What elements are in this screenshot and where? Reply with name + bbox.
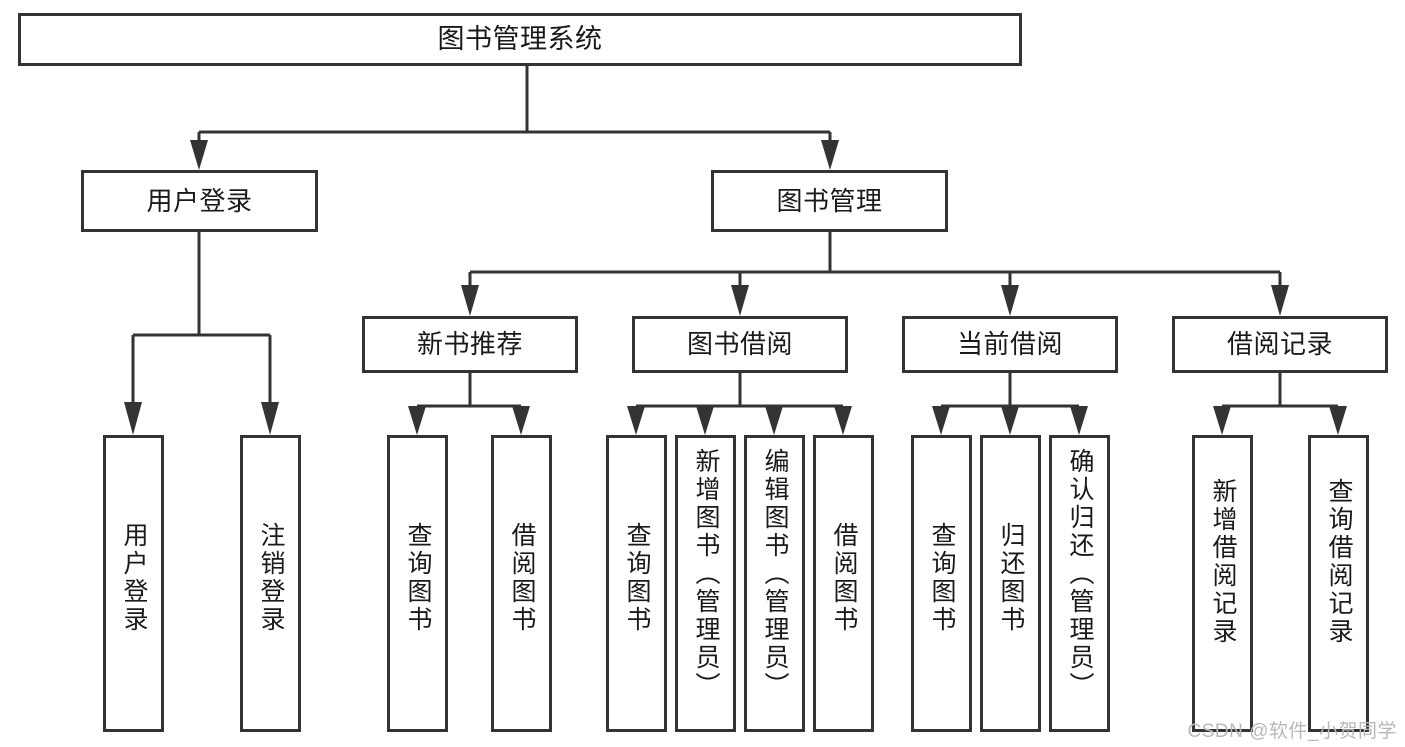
node-borrow-record[interactable]: 借阅记录	[1172, 316, 1388, 373]
node-label: 借阅记录	[1226, 329, 1333, 360]
arrowhead-new-book-recommend	[461, 285, 479, 316]
node-label: 借阅图书	[508, 522, 536, 634]
node-label: 查询借阅记录	[1325, 478, 1353, 646]
node-label: 图书管理系统	[437, 23, 603, 54]
node-leaf-logout-login[interactable]: 注销登录	[240, 435, 301, 732]
node-leaf-return-book[interactable]: 归还图书	[980, 435, 1041, 732]
arrowhead-leaf-query-borrow-record	[1329, 406, 1347, 435]
arrowhead-leaf-query-book-1	[408, 406, 426, 435]
arrowhead-leaf-borrow-book-1	[512, 406, 530, 435]
csdn-watermark: CSDN @软件_小贺同学	[1187, 721, 1397, 742]
arrowhead-borrow-record	[1271, 285, 1289, 316]
node-leaf-borrow-book-2[interactable]: 借阅图书	[813, 435, 874, 732]
node-label: 用户登录	[120, 522, 148, 634]
node-label: 图书管理	[776, 185, 883, 216]
node-label: 归还图书	[997, 522, 1025, 634]
node-label: 查询图书	[404, 522, 432, 634]
arrowhead-book-borrow	[731, 285, 749, 316]
node-label: 确认归还（管理员）	[1066, 448, 1094, 700]
arrowhead-leaf-add-book-admin	[696, 406, 714, 435]
node-leaf-add-book-admin[interactable]: 新增图书（管理员）	[675, 435, 736, 732]
node-label: 图书借阅	[686, 329, 793, 360]
arrowhead-leaf-add-borrow-record	[1213, 406, 1231, 435]
node-label: 借阅图书	[830, 522, 858, 634]
node-label: 编辑图书（管理员）	[761, 448, 789, 700]
arrowhead-leaf-query-book-3	[932, 406, 950, 435]
node-leaf-query-book-1[interactable]: 查询图书	[387, 435, 448, 732]
node-label: 新增借阅记录	[1209, 478, 1237, 646]
arrowhead-book-management	[821, 140, 839, 170]
node-user-login[interactable]: 用户登录	[81, 170, 318, 232]
arrowhead-current-borrow	[1001, 285, 1019, 316]
node-leaf-edit-book-admin[interactable]: 编辑图书（管理员）	[744, 435, 805, 732]
node-leaf-confirm-return-admin[interactable]: 确认归还（管理员）	[1049, 435, 1110, 732]
node-book-management[interactable]: 图书管理	[711, 170, 948, 232]
node-root-book-management-system[interactable]: 图书管理系统	[18, 13, 1022, 66]
arrowhead-user-login	[190, 140, 208, 170]
node-label: 用户登录	[146, 185, 253, 216]
arrowhead-leaf-query-book-2	[627, 406, 645, 435]
node-label: 查询图书	[623, 522, 651, 634]
arrowhead-leaf-confirm-return-admin	[1070, 406, 1088, 435]
node-current-borrow[interactable]: 当前借阅	[902, 316, 1118, 373]
node-leaf-add-borrow-record[interactable]: 新增借阅记录	[1192, 435, 1253, 732]
node-leaf-query-book-3[interactable]: 查询图书	[911, 435, 972, 732]
node-label: 新增图书（管理员）	[692, 448, 720, 700]
node-leaf-borrow-book-1[interactable]: 借阅图书	[491, 435, 552, 732]
arrowhead-leaf-edit-book-admin	[765, 406, 783, 435]
node-label: 查询图书	[928, 522, 956, 634]
node-leaf-query-book-2[interactable]: 查询图书	[606, 435, 667, 732]
arrowhead-leaf-logout-login	[261, 402, 279, 435]
node-label: 新书推荐	[416, 329, 523, 360]
arrowhead-leaf-user-login	[124, 402, 142, 435]
node-new-book-recommend[interactable]: 新书推荐	[362, 316, 578, 373]
arrowhead-leaf-borrow-book-2	[834, 406, 852, 435]
node-book-borrow[interactable]: 图书借阅	[632, 316, 848, 373]
node-leaf-user-login[interactable]: 用户登录	[103, 435, 164, 732]
arrowhead-leaf-return-book	[1001, 406, 1019, 435]
node-label: 当前借阅	[956, 329, 1063, 360]
node-leaf-query-borrow-record[interactable]: 查询借阅记录	[1308, 435, 1369, 732]
node-label: 注销登录	[257, 522, 285, 634]
